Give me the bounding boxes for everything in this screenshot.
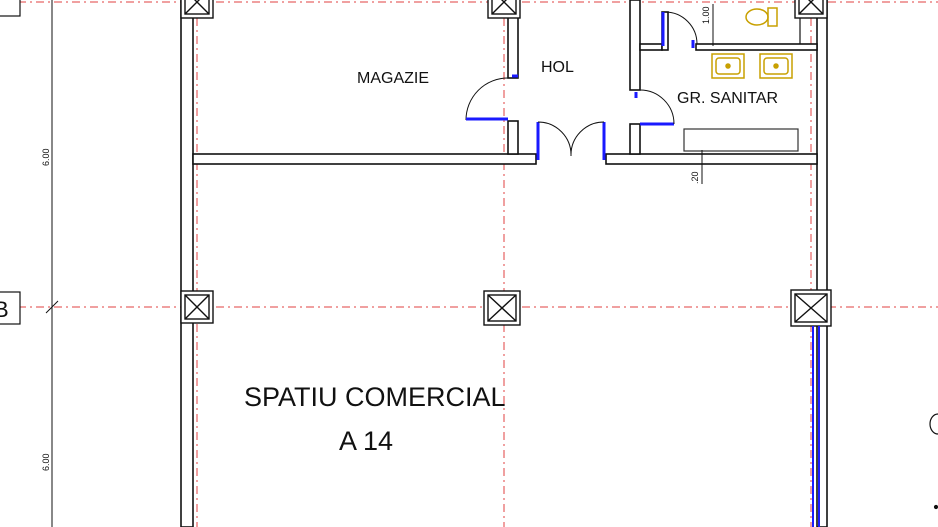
glazing-right — [812, 326, 820, 527]
wall-hol-sanitar-low — [629, 123, 641, 155]
dimension-line-left — [45, 0, 59, 527]
column-top-right — [794, 0, 828, 19]
door-sanitar — [634, 89, 675, 126]
column-b-mid — [483, 290, 521, 326]
edge-marks-right — [929, 413, 938, 510]
column-top-left — [180, 0, 214, 19]
dimension-upper: 6.00 — [41, 148, 51, 166]
dimension-marks-sanitar — [697, 4, 718, 184]
toilet-icon — [745, 7, 778, 27]
wall-magazie-hol-low — [507, 120, 519, 155]
counter — [683, 128, 799, 152]
axis-label-b: B — [0, 297, 9, 322]
column-b-left — [180, 290, 214, 324]
columns — [180, 0, 832, 327]
room-label-gr-sanitar: GR. SANITAR — [677, 90, 778, 107]
room-label-unit-number: A 14 — [339, 426, 393, 456]
wall-partition-magazie — [192, 153, 537, 165]
dimension-wall-offset: .20 — [690, 171, 700, 184]
wall-right — [816, 0, 828, 527]
wall-magazie-hol — [507, 0, 519, 79]
wall-wc — [639, 43, 663, 51]
dimension-wc-depth: 1.00 — [701, 6, 711, 24]
door-magazie — [465, 74, 518, 121]
wall-partition-right — [605, 153, 818, 165]
wall-wc-right — [695, 43, 818, 51]
sink-right-icon — [759, 53, 793, 79]
door-hol-double — [536, 121, 606, 160]
wall-left — [180, 0, 194, 527]
sink-left-icon — [711, 53, 745, 79]
wall-hol-sanitar — [629, 0, 641, 91]
walls — [180, 0, 828, 527]
column-top-mid — [487, 0, 521, 19]
doors — [465, 11, 698, 160]
room-label-spatiu-comercial: SPATIU COMERCIAL — [244, 382, 506, 412]
door-wc — [661, 11, 698, 48]
axis-marker-b: B — [0, 291, 21, 325]
axis-marker-top — [0, 0, 21, 17]
column-b-right — [790, 289, 832, 327]
dimension-lower: 6.00 — [41, 453, 51, 471]
room-label-hol: HOL — [541, 59, 574, 76]
room-label-magazie: MAGAZIE — [357, 70, 429, 87]
fixtures — [683, 7, 799, 152]
